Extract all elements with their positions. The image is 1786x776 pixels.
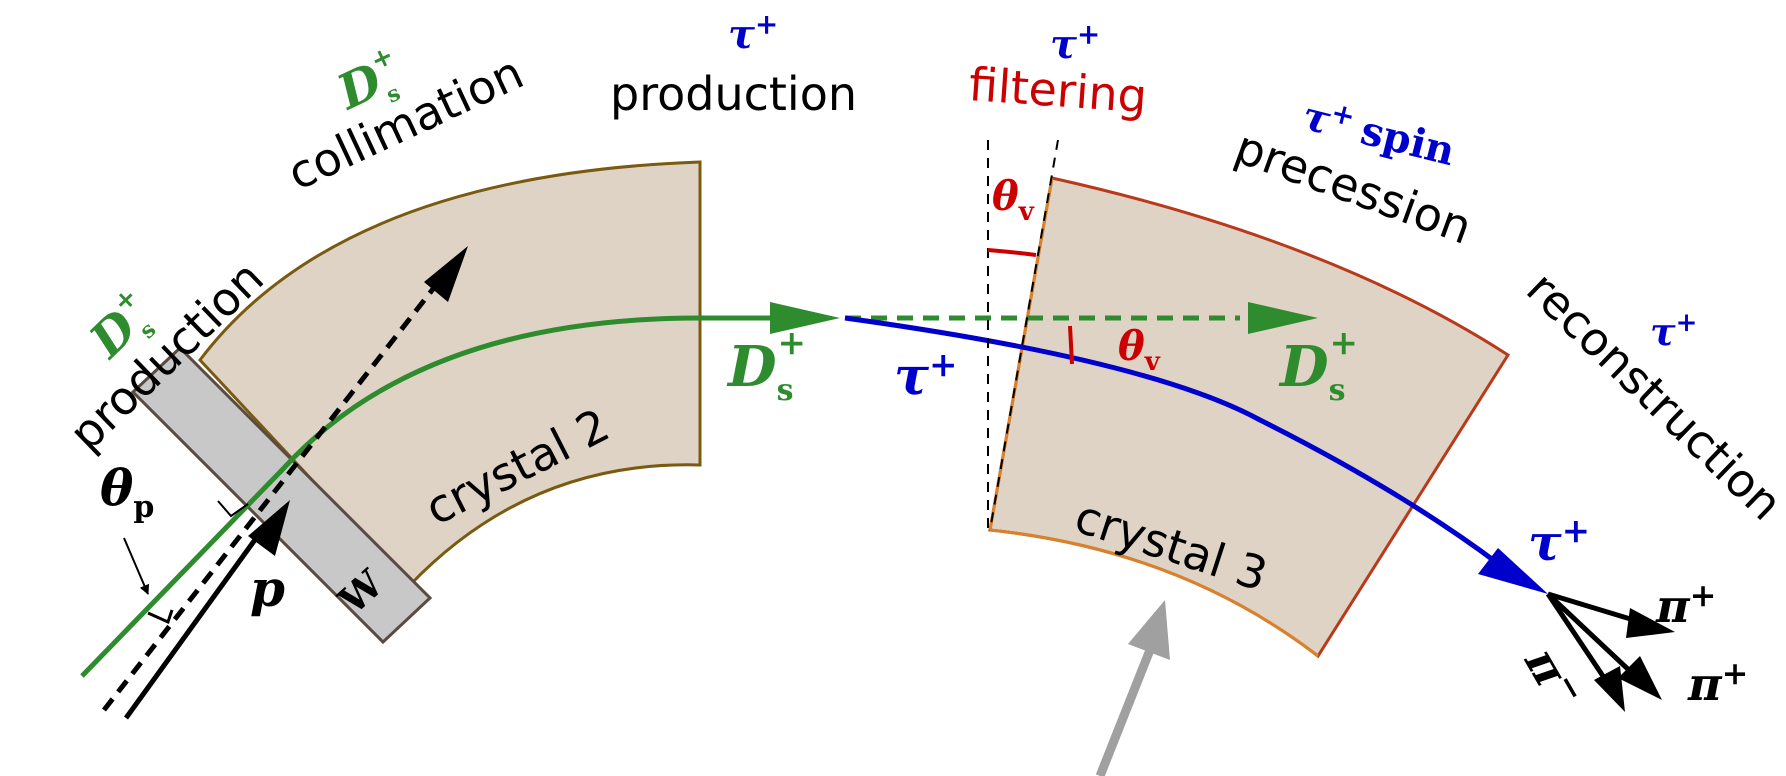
theta-v-sym-1: θ: [992, 173, 1019, 220]
tau-decay-particle: τ: [1528, 513, 1562, 572]
theta-v-sub-2: v: [1144, 347, 1161, 377]
svg-text:π+: π+: [1687, 654, 1748, 711]
tau-arrowhead: [1478, 548, 1548, 594]
svg-text:τ+: τ+: [1650, 308, 1697, 354]
pion-1-sup: +: [1690, 576, 1717, 614]
svg-text:τ+: τ+: [894, 345, 958, 407]
tau-production-text: production: [610, 67, 857, 121]
tau-production-particle: τ: [728, 11, 755, 58]
svg-text:θp: θp: [100, 458, 154, 525]
ds-track1-particle: D: [726, 334, 777, 400]
crystal-2: [198, 160, 702, 588]
theta-p-sym: θ: [100, 458, 134, 517]
tau-filtering-text: filtering: [967, 57, 1148, 123]
proton-label: p: [250, 559, 285, 618]
pion-1-particle: π: [1655, 579, 1691, 633]
filter-line-tilted: [989, 139, 1059, 531]
right-angle-mark: [217, 500, 249, 518]
ds-collimation-text: collimation: [279, 45, 531, 201]
ds-track1-sub: s: [777, 373, 794, 408]
tau-reco-sup: +: [1676, 308, 1698, 338]
svg-text:τ+: τ+: [728, 8, 778, 58]
proton-arrowhead: [248, 500, 290, 556]
svg-text:τ+: τ+: [1050, 18, 1100, 68]
ds-track2-sub: s: [1329, 373, 1346, 408]
theta-v-arc-2: [1068, 325, 1074, 365]
svg-text:θv: θv: [992, 173, 1035, 227]
pion-2-particle: π: [1687, 657, 1723, 711]
ds-track: [80, 315, 780, 678]
tau-filtering-particle: τ: [1050, 21, 1077, 68]
svg-text:θv: θv: [1118, 323, 1161, 377]
svg-text:Ds+: Ds +: [1278, 323, 1358, 408]
detector-arrow: [1095, 648, 1155, 776]
theta-v-sym-2: θ: [1118, 323, 1145, 370]
tau-reco-particle: τ: [1650, 309, 1676, 354]
theta-v-sub-1: v: [1018, 197, 1035, 227]
tau-filtering-sup: +: [1077, 18, 1100, 51]
crystal-3-inner-edge: [989, 528, 1319, 658]
svg-text:τ+: τ+: [1528, 511, 1590, 572]
pion-3-arrowhead: [1594, 666, 1625, 712]
svg-text:π+: π+: [1655, 576, 1716, 633]
tungsten-target: [130, 345, 433, 645]
ds-track2-sup: +: [1329, 323, 1358, 363]
pion-2-arrowhead: [1618, 656, 1662, 700]
ds-arrowhead-2: [1248, 302, 1318, 334]
theta-p-pointer: [123, 537, 150, 595]
dashed-axis-arrowhead: [424, 246, 468, 302]
ds-track1-sup: +: [777, 323, 806, 363]
pion-2-sup: +: [1722, 654, 1749, 692]
ds-track2-particle: D: [1278, 334, 1329, 400]
theta-v-arc-1: [987, 248, 1037, 257]
tau-track: [844, 315, 1502, 568]
tau-production-sup: +: [755, 8, 778, 41]
theta-p-marker: [147, 609, 174, 625]
svg-text:Ds+: Ds +: [726, 323, 806, 408]
ds-arrowhead-1: [770, 302, 840, 334]
tau-decay-sup: +: [1562, 511, 1591, 551]
tau-reco-text: reconstruction: [1516, 261, 1786, 531]
theta-p-sub: p: [133, 490, 154, 525]
pion-1-arrowhead: [1626, 608, 1675, 638]
tau-track-particle: τ: [894, 346, 930, 407]
proton-beam: [123, 528, 265, 720]
tau-track-sup: +: [929, 345, 958, 385]
detector-arrowhead: [1128, 600, 1170, 660]
